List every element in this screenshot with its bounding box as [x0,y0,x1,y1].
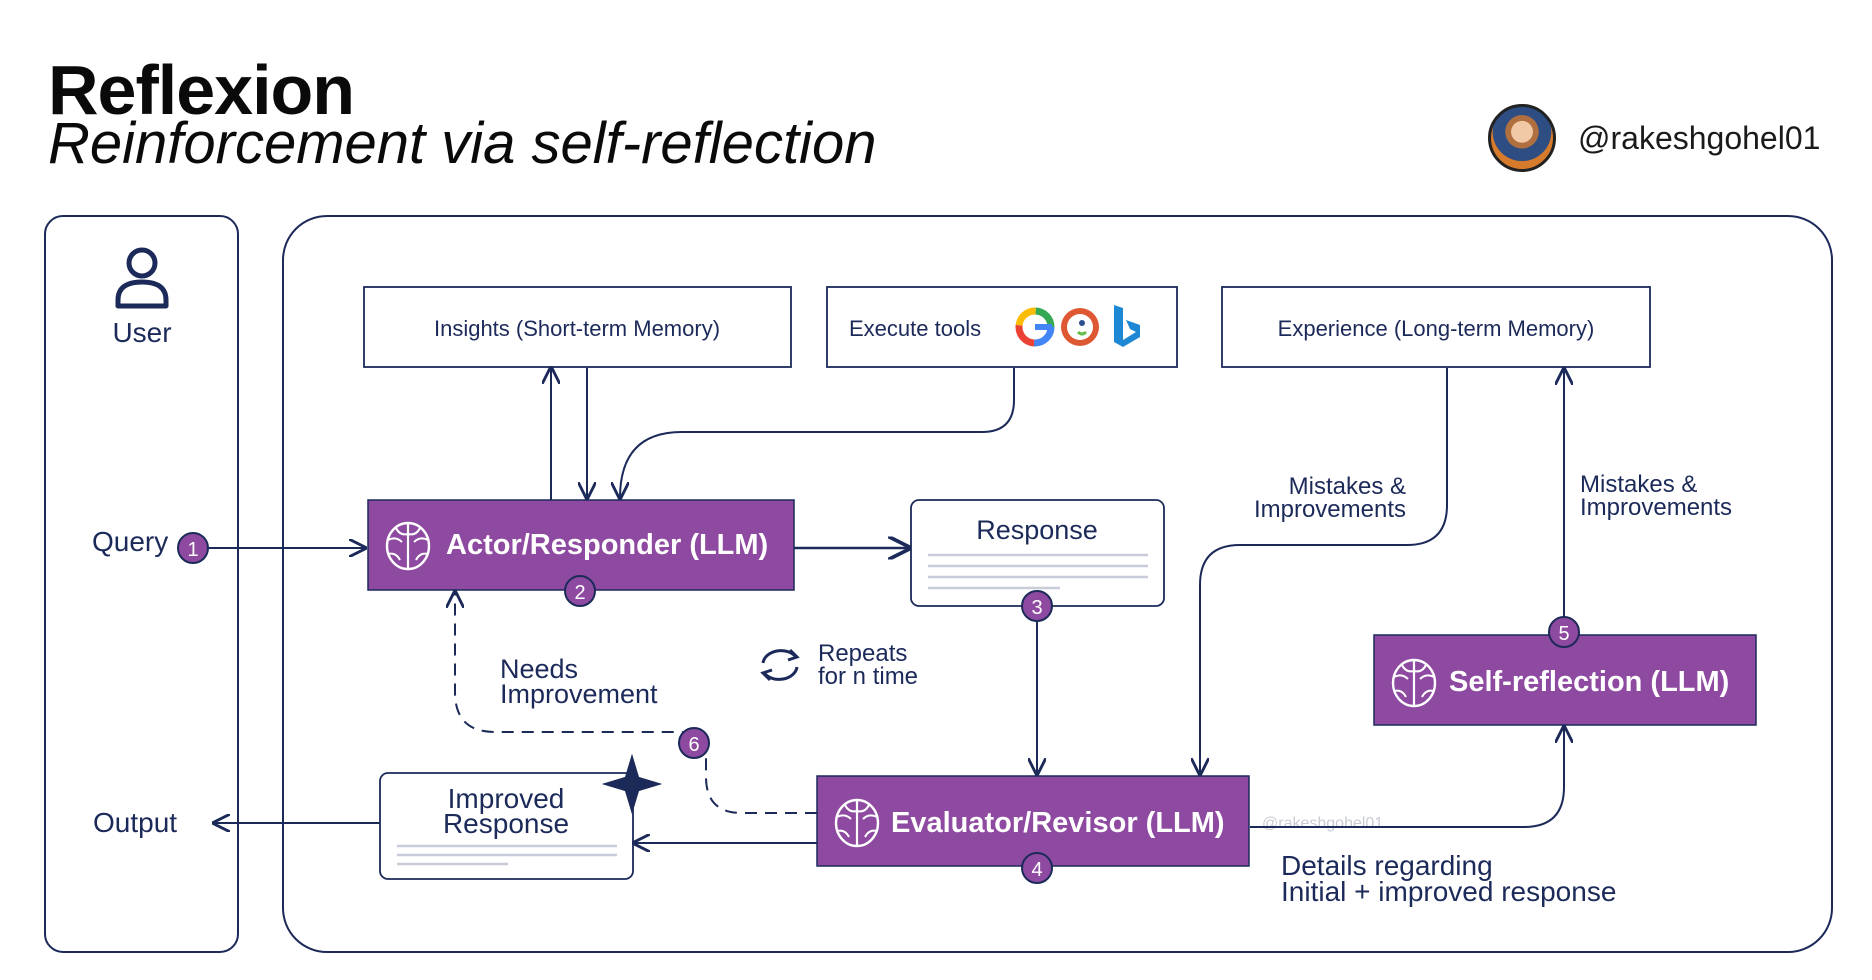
repeats-label-1: Repeats [818,640,907,667]
user-label: User [112,317,171,348]
duckduckgo-icon [1061,308,1099,346]
svg-text:6: 6 [688,734,699,756]
mistakes-right-label-2: Improvements [1580,494,1732,521]
mistakes-right-label-1: Mistakes & [1580,471,1697,498]
step-badge-1: 1 [177,532,209,564]
user-icon [115,247,169,309]
improved-response-label-2: Response [443,808,569,839]
connectors [208,368,1564,843]
evaluator-label: Evaluator/Revisor (LLM) [891,807,1225,839]
author-handle: @rakeshgohel01 [1578,120,1821,156]
watermark: @rakeshgohel01 [1262,815,1383,832]
short-term-memory-box [363,286,792,368]
google-icon [1015,307,1055,347]
step-badge-6: 6 [678,727,710,759]
execute-tools-label: Execute tools [849,316,981,341]
short-term-memory-label: Insights (Short-term Memory) [434,316,720,341]
details-label-1: Details regarding [1281,850,1493,881]
long-term-memory-box [1221,286,1651,368]
repeats-label-2: for n time [818,663,918,690]
self-reflection-node [1373,634,1757,726]
sparkle-icon [601,753,663,815]
step-badge-2: 2 [564,575,596,607]
step-badge-3: 3 [1021,590,1053,622]
bing-icon [1114,305,1140,347]
svg-text:2: 2 [574,582,585,604]
step-badge-4: 4 [1021,852,1053,884]
svg-text:4: 4 [1031,859,1042,881]
query-label: Query [92,526,168,557]
needs-label-2: Improvement [500,679,658,709]
actor-label: Actor/Responder (LLM) [446,529,768,561]
author-avatar [1488,104,1556,172]
user-panel [44,215,239,953]
needs-label-1: Needs [500,654,578,684]
page-subtitle: Reinforcement via self-reflection [48,111,877,176]
svg-text:1: 1 [187,539,198,561]
long-term-memory-label: Experience (Long-term Memory) [1278,316,1595,341]
step-badge-5: 5 [1548,616,1580,648]
improved-text-lines [397,844,617,866]
self-reflection-label: Self-reflection (LLM) [1449,666,1729,698]
mistakes-left-label-1: Mistakes & [1289,473,1406,500]
system-panel [282,215,1833,953]
svg-text:5: 5 [1558,623,1569,645]
output-label: Output [93,807,177,838]
evaluator-node [816,775,1250,867]
page-title: Reflexion [48,51,355,129]
mistakes-left-label-2: Improvements [1254,496,1406,523]
response-text-lines [928,553,1148,590]
improved-response-box [379,772,634,880]
svg-text:3: 3 [1031,597,1042,619]
response-label: Response [976,515,1098,545]
cycle-icon [760,648,800,682]
improved-response-label-1: Improved [448,783,565,814]
details-label-2: Initial + improved response [1281,876,1616,907]
